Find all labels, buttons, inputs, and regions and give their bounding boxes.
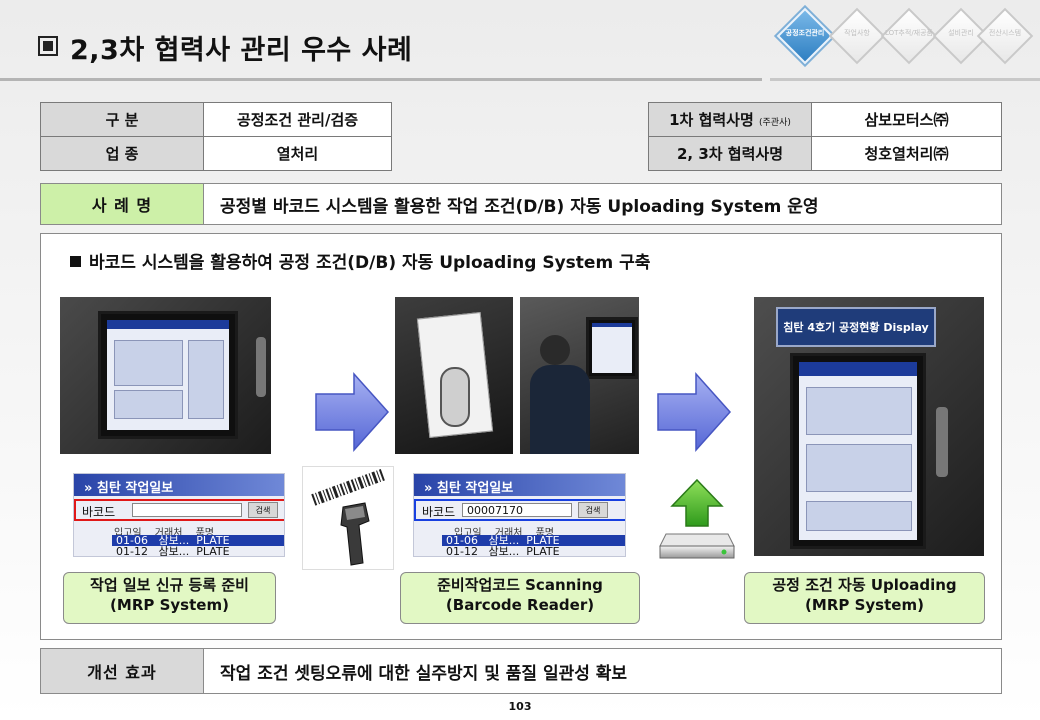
screen-col: 품명: [195, 528, 214, 539]
case-text: 공정별 바코드 시스템을 활용한 작업 조건(D/B) 자동 Uploading…: [220, 196, 819, 217]
barcode-input[interactable]: 00007170: [462, 503, 572, 517]
nav-diamond-lot[interactable]: LOT추적/재공품: [878, 5, 940, 67]
info-key: 업 종: [40, 136, 204, 171]
screen-columns: 입고일 거래처 품명: [454, 524, 554, 539]
case-row: 사 례 명 공정별 바코드 시스템을 활용한 작업 조건(D/B) 자동 Upl…: [40, 183, 1002, 225]
screen-columns: 입고일 거래처 품명: [114, 524, 214, 539]
title-divider-right: [770, 78, 1040, 81]
table-row: 1차 협력사명 (주관사) 삼보모터스㈜: [648, 102, 1002, 137]
arrow-right-icon: [657, 372, 732, 452]
step-caption-1: 작업 일보 신규 등록 준비 (MRP System): [63, 572, 276, 624]
photo-clipboard-scan: [395, 297, 513, 454]
effect-text: 작업 조건 셋팅오류에 대한 실주방지 및 품질 일관성 확보: [220, 663, 628, 684]
table-row: 업 종 열처리: [40, 136, 392, 171]
title-square-icon: [38, 36, 58, 56]
display-sign: 침탄 4호기 공정현황 Display: [776, 307, 936, 347]
nav-diamond-system[interactable]: 전산시스템: [974, 5, 1036, 67]
caption-line: (Barcode Reader): [445, 596, 595, 614]
info-value: 열처리: [203, 136, 392, 171]
info-key-note: (주관사): [759, 118, 791, 128]
barcode-scanner-icon: [309, 467, 389, 566]
screen-worklog-new: » 침탄 작업일보 바코드 검색 입고일 거래처 품명 01-06 삼보... …: [73, 473, 285, 557]
step-caption-3: 공정 조건 자동 Uploading (MRP System): [744, 572, 985, 624]
screen-col: 입고일: [114, 528, 142, 539]
caption-line: 공정 조건 자동 Uploading: [772, 576, 957, 594]
photo-worker-monitor: [520, 297, 639, 454]
info-key-text: 1차 협력사명: [669, 111, 754, 129]
nav-diamond-equipment[interactable]: 설비관리: [930, 5, 992, 67]
info-key: 구 분: [40, 102, 204, 137]
barcode-scanner-illustration: [302, 466, 394, 570]
photo-process-display: 침탄 4호기 공정현황 Display: [754, 297, 984, 556]
nav-diamond-label: LOT추적/재공품: [885, 29, 933, 37]
scanner-handle-icon: [936, 407, 948, 477]
barcode-field-highlight: [414, 499, 625, 521]
barcode-field-label: 바코드: [82, 505, 116, 519]
nav-diamond-label: 작업사항: [844, 29, 870, 37]
search-button[interactable]: 검색: [248, 502, 278, 518]
info-value: 공정조건 관리/검증: [203, 102, 392, 137]
table-row[interactable]: 01-12 삼보... PLATE: [116, 545, 230, 557]
page-number: 103: [508, 700, 532, 713]
case-label: 사 례 명: [41, 184, 204, 224]
screen-title: » 침탄 작업일보: [74, 474, 284, 496]
scanner-handle-icon: [256, 337, 266, 397]
caption-line: (MRP System): [805, 596, 924, 614]
screen-title: » 침탄 작업일보: [414, 474, 625, 496]
barcode-input[interactable]: [132, 503, 242, 517]
nav-diamond-label: 설비관리: [948, 29, 974, 37]
info-key-text: 2, 3차 협력사명: [676, 145, 784, 163]
effect-row: 개선 효과 작업 조건 셋팅오류에 대한 실주방지 및 품질 일관성 확보: [40, 648, 1002, 694]
caption-line: (MRP System): [110, 596, 229, 614]
table-row[interactable]: 01-06 삼보... PLATE: [112, 535, 284, 546]
screen-worklog-scanned: » 침탄 작업일보 바코드 00007170 검색 입고일 거래처 품명 01-…: [413, 473, 626, 557]
search-button[interactable]: 검색: [578, 502, 608, 518]
nav-diamond-label: 전산시스템: [988, 29, 1022, 37]
nav-diamond-process-condition[interactable]: 공정조건관리: [774, 5, 836, 67]
table-row: 구 분 공정조건 관리/검증: [40, 102, 392, 137]
info-table-left: 구 분 공정조건 관리/검증 업 종 열처리: [40, 102, 392, 171]
info-table-right: 1차 협력사명 (주관사) 삼보모터스㈜ 2, 3차 협력사명 청호열처리㈜: [648, 102, 1002, 171]
caption-line: 준비작업코드 Scanning: [437, 576, 603, 594]
bullet-text: 바코드 시스템을 활용하여 공정 조건(D/B) 자동 Uploading Sy…: [89, 253, 651, 273]
title-divider: [0, 78, 762, 81]
table-row[interactable]: 01-12 삼보... PLATE: [446, 545, 560, 557]
table-row[interactable]: 01-06 삼보... PLATE: [442, 535, 625, 546]
barcode-field-label: 바코드: [422, 505, 456, 519]
info-key: 2, 3차 협력사명: [648, 136, 812, 171]
caption-line: 작업 일보 신규 등록 준비: [90, 576, 249, 594]
barcode-field-highlight: [74, 499, 284, 521]
step-caption-2: 준비작업코드 Scanning (Barcode Reader): [400, 572, 640, 624]
screen-col: 거래처: [494, 528, 523, 539]
bullet-square-icon: [70, 256, 81, 267]
nav-diamond-work[interactable]: 작업사항: [826, 5, 888, 67]
info-value: 삼보모터스㈜: [811, 102, 1002, 137]
page-title: 2,3차 협력사 관리 우수 사례: [70, 35, 413, 66]
screen-col: 입고일: [454, 528, 482, 539]
arrow-right-icon: [315, 372, 390, 452]
screen-col: 품명: [535, 528, 554, 539]
table-row: 2, 3차 협력사명 청호열처리㈜: [648, 136, 1002, 171]
photo-mrp-monitor: [60, 297, 271, 454]
info-key: 1차 협력사명 (주관사): [648, 102, 812, 137]
upload-drive-icon: [659, 478, 735, 559]
info-value: 청호열처리㈜: [811, 136, 1002, 171]
effect-label: 개선 효과: [41, 649, 204, 693]
nav-diamond-label: 공정조건관리: [785, 29, 825, 37]
content-bullet: 바코드 시스템을 활용하여 공정 조건(D/B) 자동 Uploading Sy…: [70, 248, 650, 273]
screen-col: 거래처: [154, 528, 183, 539]
